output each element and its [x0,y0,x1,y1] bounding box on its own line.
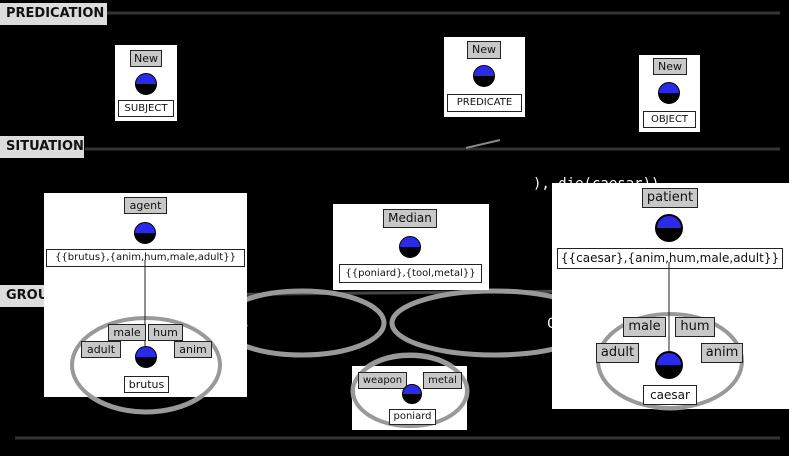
brutus-attr-adult: adult [81,341,121,358]
object-label: OBJECT [643,111,696,128]
predicate-panel: New PREDICATE [444,37,525,117]
ground-formula-fragment-left: us [232,316,249,332]
brutus-attr-male: male [108,324,146,341]
caesar-attr-male: male [623,317,666,337]
patient-role-tag: patient [642,188,698,208]
predicate-node-icon [473,65,495,87]
median-features: {{poniard},{tool,metal}} [339,264,482,283]
subject-panel: New SUBJECT [115,45,177,121]
brutus-attr-hum: hum [148,324,183,341]
patient-features: {{caesar},{anim,hum,male,adult}} [557,248,783,269]
caesar-attr-adult: adult [596,343,639,363]
brutus-node-icon [135,346,157,368]
caesar-attr-hum: hum [675,317,715,337]
poniard-label: poniard [389,409,436,425]
object-node-icon [658,82,680,104]
poniard-attr-metal: metal [423,372,462,389]
caesar-node-icon [655,351,683,379]
subject-new-tag: New [130,50,162,67]
brutus-label: brutus [124,376,169,393]
agent-node-icon [134,222,156,244]
situation-band-label: SITUATION [0,136,84,158]
poniard-node-icon [402,384,422,404]
predicate-new-tag: New [467,41,501,59]
subject-label: SUBJECT [118,100,174,117]
caesar-attr-anim: anim [701,343,743,363]
object-new-tag: New [653,58,687,75]
predicate-label: PREDICATE [447,94,522,112]
poniard-attr-weapon: weapon [358,372,407,389]
median-panel: Median {{poniard},{tool,metal}} [333,204,489,290]
caesar-label: caesar [643,385,697,405]
object-panel: New OBJECT [639,55,700,132]
brutus-attr-anim: anim [174,341,212,358]
median-role-tag: Median [383,209,437,228]
ground-formula-fragment-right: Caesar) [547,316,607,332]
agent-role-tag: agent [124,197,167,214]
predicate-link-line [465,139,501,149]
subject-node-icon [135,73,157,95]
predication-band-label: PREDICATION [0,3,107,25]
patient-node-icon [655,214,683,242]
median-node-icon [399,236,421,258]
